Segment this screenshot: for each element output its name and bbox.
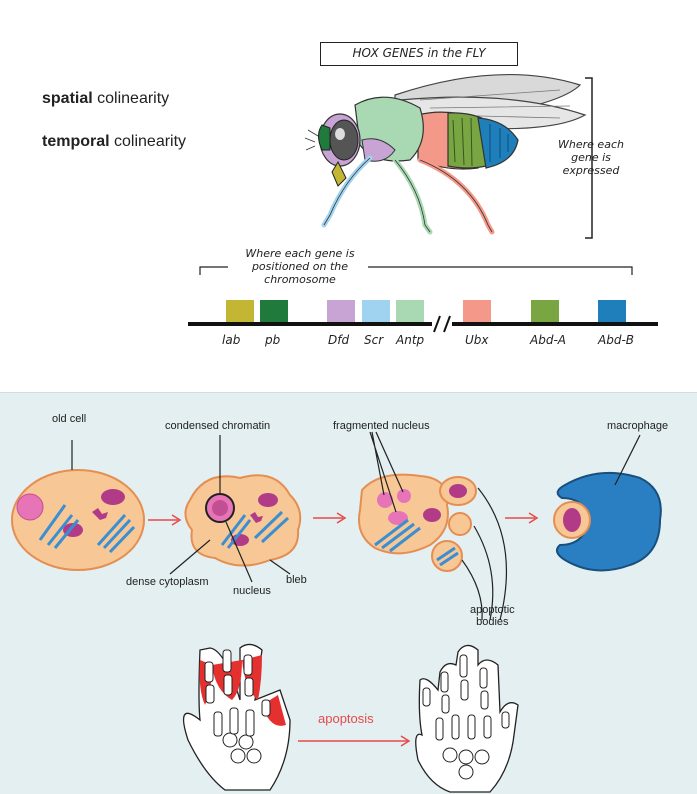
gene-box-antp [396, 300, 424, 322]
fragment-pointers [369, 431, 404, 513]
arrow-1 [148, 514, 182, 526]
label-macrophage: macrophage [607, 420, 669, 432]
gene-label-lab: lab [222, 333, 241, 347]
temporal-colinearity: temporal colinearity [42, 133, 187, 150]
macrophage-pointer [614, 434, 641, 486]
label-old-cell: old cell [52, 413, 87, 425]
bodies-pointer-3 [461, 559, 483, 621]
fly-illustration [304, 73, 587, 235]
old-cell [11, 469, 145, 571]
nucleus-pointer [225, 521, 253, 583]
label-dense-cytoplasm: dense cytoplasm [126, 576, 209, 588]
gene-label-pb: pb [265, 333, 281, 347]
condensed-cell [184, 474, 302, 567]
gene-label-antp: Antp [396, 333, 425, 347]
gene-label-abd-b: Abd-B [598, 333, 635, 347]
normal-hand [415, 644, 519, 793]
label-nucleus: nucleus [233, 585, 271, 597]
arrow-3 [505, 512, 539, 524]
label-bleb: bleb [286, 574, 307, 586]
bodies-pointer-1 [477, 487, 508, 621]
bleb-pointer [269, 559, 291, 575]
where-expressed-label: Where each gene is expressed [558, 138, 624, 177]
positioned-bracket [199, 266, 633, 275]
spatial-colinearity: spatial colinearity [42, 90, 170, 107]
bodies-pointer-2 [473, 525, 494, 621]
label-apoptosis: apoptosis [318, 711, 374, 726]
gene-label-dfd: Dfd [328, 333, 350, 347]
gene-box-scr [362, 300, 390, 322]
gene-label-ubx: Ubx [465, 333, 489, 347]
macrophage [553, 471, 662, 572]
fragmented-cell [358, 473, 477, 572]
gene-box-abd-a [531, 300, 559, 322]
expressed-bracket [585, 77, 593, 239]
chromosome-break [433, 315, 441, 333]
dense-cytoplasm-pointer [169, 539, 211, 575]
gene-label-scr: Scr [364, 333, 384, 347]
label-fragmented-nucleus: fragmented nucleus [333, 420, 430, 432]
label-condensed-chromatin: condensed chromatin [165, 420, 271, 432]
where-positioned-label: Where each gene is positioned on the chr… [245, 247, 355, 286]
gene-box-abd-b [598, 300, 626, 322]
fly-title-box: HOX GENES in the FLY [320, 42, 518, 66]
gene-box-ubx [463, 300, 491, 322]
apoptosis-panel [0, 392, 697, 794]
gene-box-lab [226, 300, 254, 322]
gene-box-dfd [327, 300, 355, 322]
gene-box-pb [260, 300, 288, 322]
arrow-2 [313, 512, 347, 524]
gene-label-abd-a: Abd-A [530, 333, 566, 347]
apoptosis-arrow [298, 735, 411, 747]
webbed-hand [182, 643, 291, 791]
label-apoptotic-bodies: apoptotic bodies [470, 604, 515, 628]
fly-title: HOX GENES in the FLY [352, 46, 486, 60]
